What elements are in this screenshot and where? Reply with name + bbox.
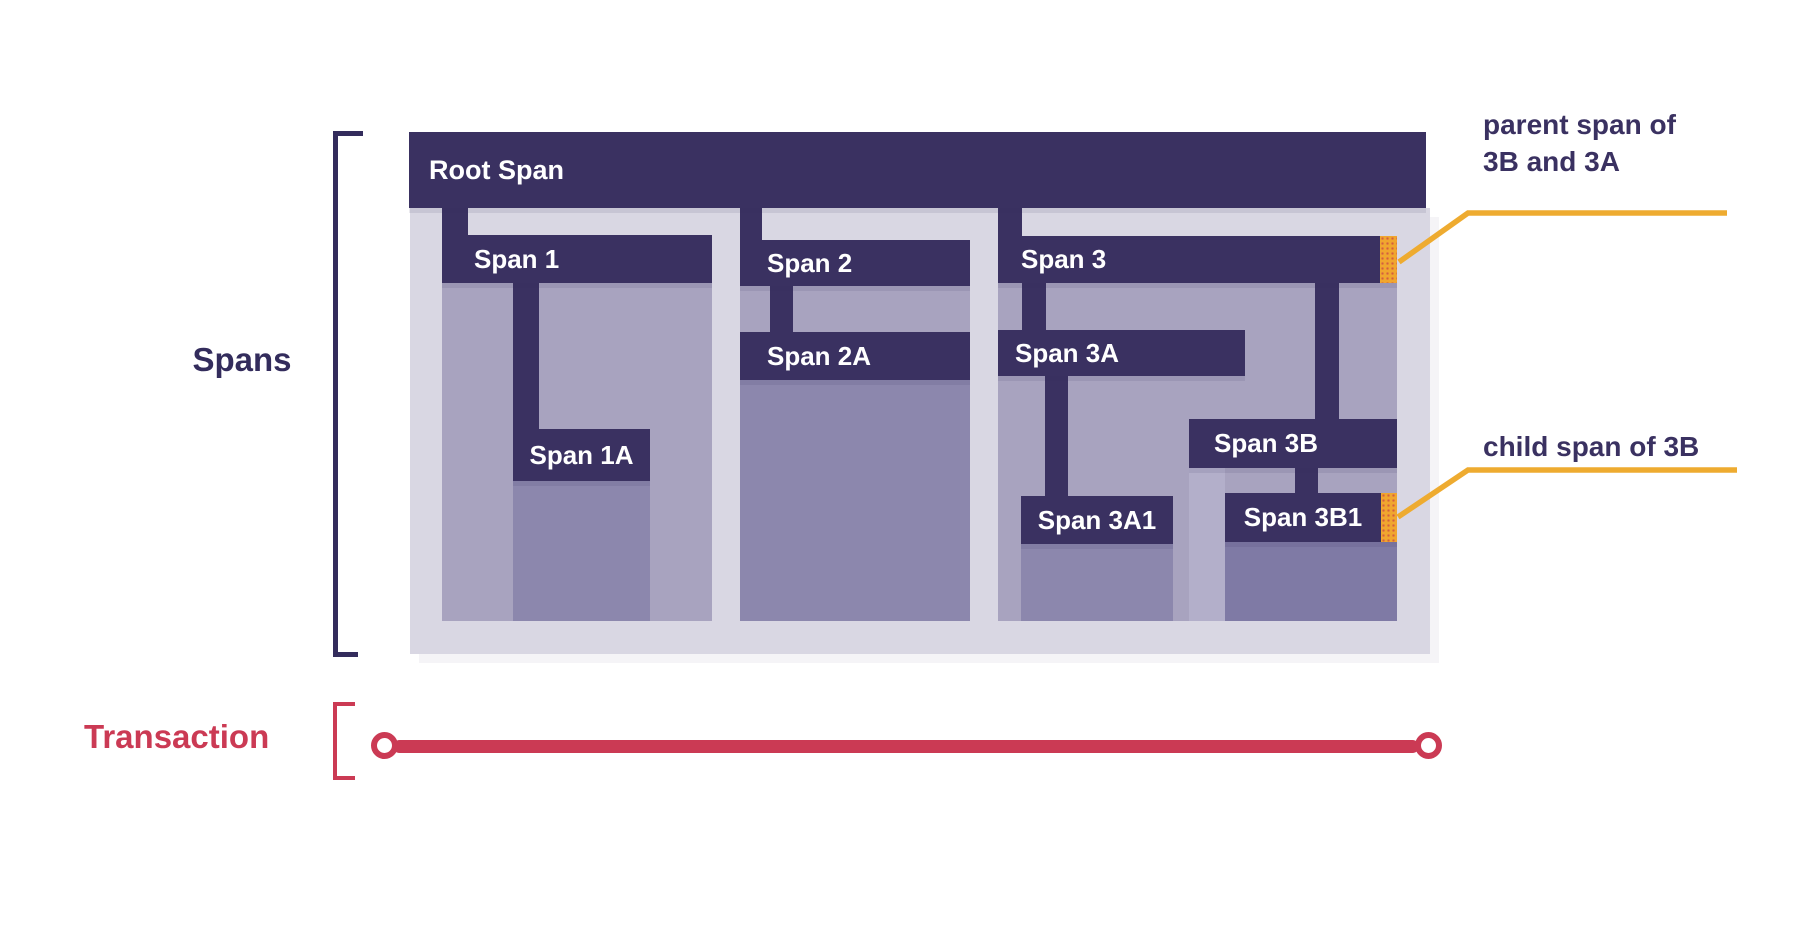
- transaction-bracket-bottom-tick: [333, 776, 355, 780]
- span3-bar: Span 3: [998, 236, 1397, 283]
- span2-label: Span 2: [767, 247, 853, 278]
- connector-span3a-span3a1: [1045, 375, 1068, 497]
- span3-parent-marker: [1380, 236, 1397, 283]
- root-span-bar: Root Span: [409, 132, 1426, 208]
- parent-annotation-text: parent span of 3B and 3A: [1483, 106, 1676, 180]
- connector-span1-span1a: [513, 283, 539, 430]
- span3-label: Span 3: [1021, 244, 1107, 274]
- connector-root-span3: [998, 207, 1022, 237]
- span1a-label: Span 1A: [529, 439, 634, 470]
- connector-root-span2: [740, 207, 762, 241]
- span1-label: Span 1: [474, 243, 560, 274]
- span3b-duration-block: [1189, 467, 1225, 621]
- span3b-label: Span 3B: [1214, 428, 1319, 458]
- span3b1-child-marker: [1381, 493, 1397, 542]
- transaction-bracket-top-tick: [333, 702, 355, 706]
- span1a-bar: Span 1A: [513, 429, 650, 481]
- span2a-label: Span 2A: [767, 340, 872, 371]
- span1a-duration-block: [513, 481, 650, 621]
- root-span-label: Root Span: [429, 154, 564, 185]
- span3b-bar: Span 3B: [1189, 419, 1397, 468]
- span3a-bar: Span 3A: [998, 330, 1245, 376]
- timeline-start-circle-icon: [371, 732, 398, 759]
- span2-bar: Span 2: [740, 240, 970, 286]
- connector-span3-span3b: [1315, 282, 1339, 420]
- transaction-timeline: [393, 740, 1419, 753]
- parent-annotation-line2: 3B and 3A: [1483, 146, 1620, 177]
- connector-span2-span2a: [770, 285, 793, 333]
- span3a1-label: Span 3A1: [1037, 504, 1157, 535]
- parent-annotation-line1: parent span of: [1483, 109, 1676, 140]
- transaction-bracket-stem: [333, 702, 337, 780]
- spans-bracket-stem: [333, 131, 338, 657]
- spans-axis-label: Spans: [192, 341, 292, 378]
- spans-bracket-top-tick: [333, 131, 363, 136]
- connector-span3b-span3b1: [1295, 466, 1318, 494]
- span2a-bar: Span 2A: [740, 332, 970, 380]
- span3b1-duration-block: [1225, 542, 1397, 621]
- span3a-label: Span 3A: [1015, 337, 1120, 368]
- child-annotation-line: [1396, 467, 1737, 520]
- span1-bar: Span 1: [442, 235, 712, 283]
- span3b1-label: Span 3B1: [1243, 502, 1363, 532]
- span2a-duration-block: [740, 380, 970, 621]
- spans-bracket-bottom-tick: [333, 652, 358, 657]
- connector-span3-span3a: [1022, 282, 1046, 331]
- span3b1-bar: Span 3B1: [1225, 493, 1397, 542]
- child-annotation-text: child span of 3B: [1483, 431, 1700, 462]
- connector-root-span1: [442, 207, 468, 236]
- span3a1-duration-block: [1021, 544, 1173, 621]
- parent-annotation-line: [1397, 210, 1727, 265]
- span3a1-bar: Span 3A1: [1021, 496, 1173, 544]
- timeline-end-circle-icon: [1415, 732, 1442, 759]
- transaction-axis-label: Transaction: [84, 718, 270, 755]
